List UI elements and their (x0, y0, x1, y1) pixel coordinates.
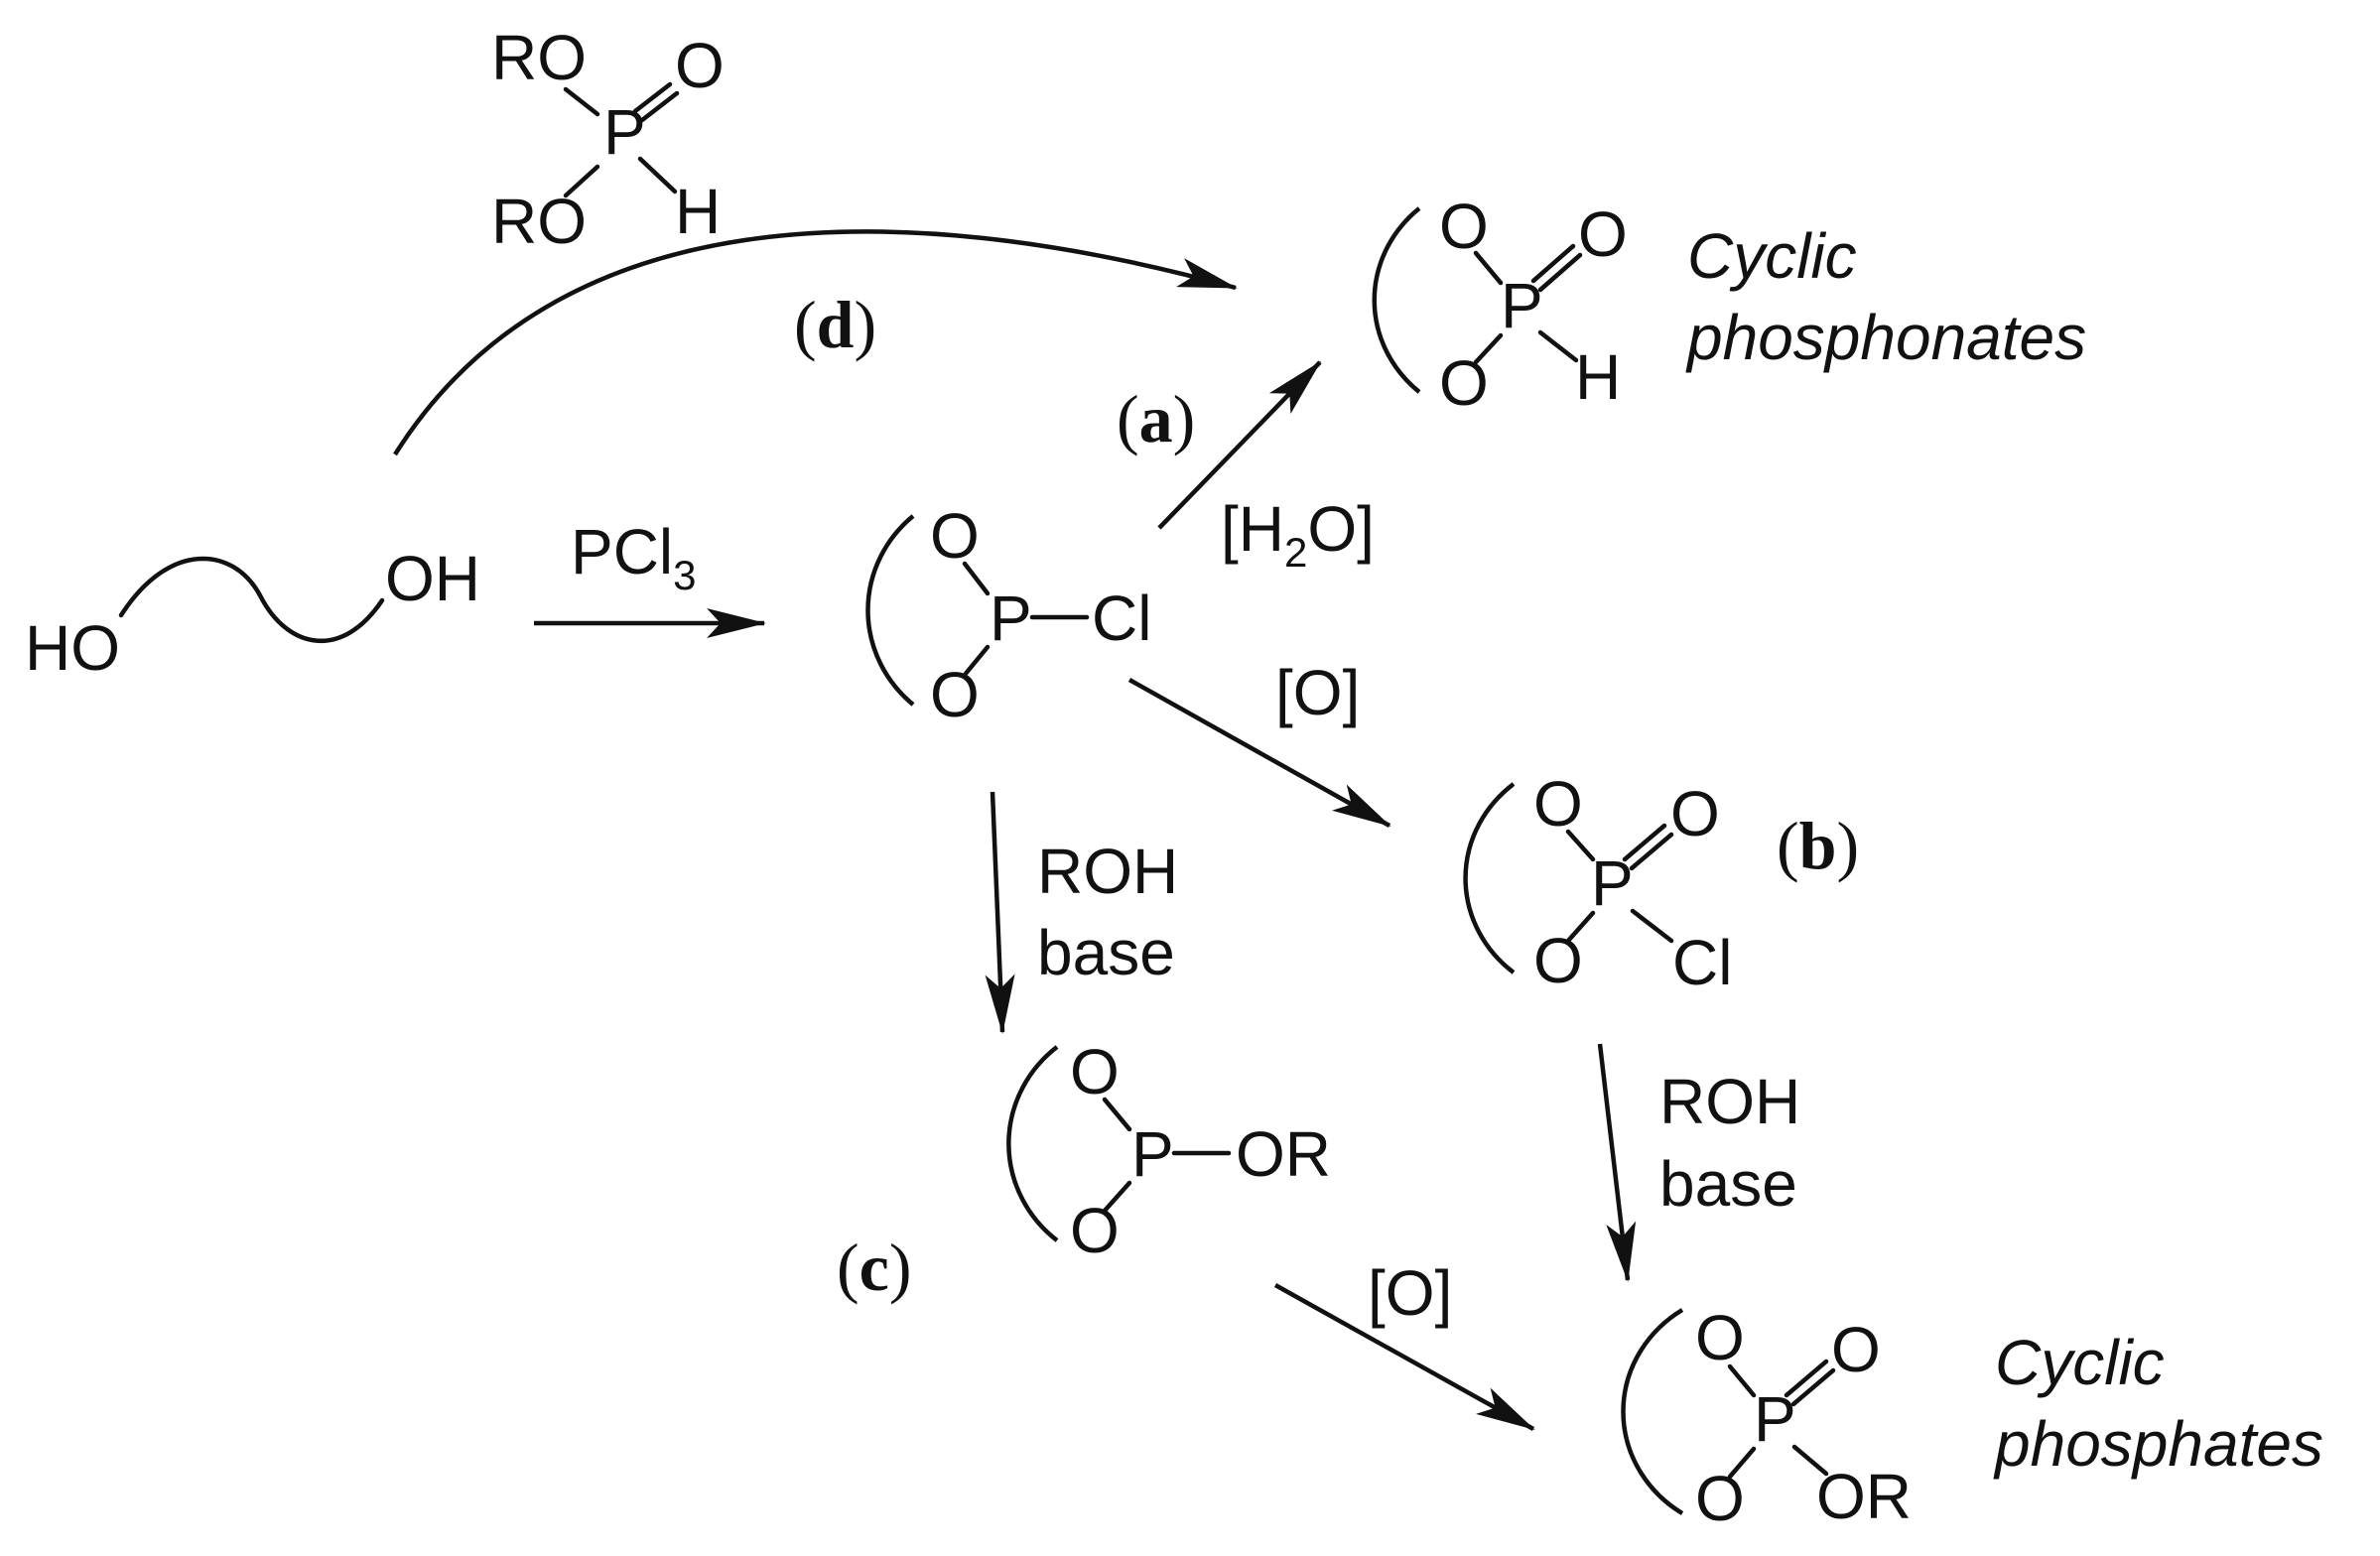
bond (1630, 908, 1674, 944)
cyclic-chlorophosphate: O O P O Cl (1463, 768, 1732, 998)
arrow-alcoholysis (985, 791, 1015, 1034)
double-bond (632, 81, 673, 114)
ring-arc (1621, 1308, 1684, 1515)
product-class-title: phosphates (1993, 1408, 2323, 1480)
product-class-title: Cyclic (1687, 220, 1857, 292)
bond (1537, 329, 1579, 363)
atom-or: OR (1816, 1461, 1912, 1532)
atom-ho: HO (25, 612, 120, 684)
alcohol-condition: ROH (1037, 836, 1178, 907)
diol-structure: HO OH (25, 543, 480, 684)
atom-o: O (930, 500, 980, 572)
bond (563, 86, 600, 117)
base-condition: base (1659, 1148, 1797, 1220)
hydrolysis-condition: [H2O] (1221, 493, 1375, 576)
ring-arc (1006, 1045, 1059, 1242)
arrow-oxidation (1273, 1283, 1535, 1431)
bond (1565, 910, 1596, 944)
ring-arc (865, 514, 915, 707)
atom-o: O (1070, 1036, 1120, 1107)
double-bond (1784, 1359, 1829, 1398)
atom-o: O (1439, 191, 1489, 262)
bond (1473, 250, 1504, 286)
double-bond (1790, 1367, 1836, 1407)
arrow-alcoholysis (1597, 1043, 1637, 1282)
atom-or: OR (1236, 1118, 1331, 1190)
arrow-route-b (1127, 678, 1391, 828)
atom-o: O (675, 30, 725, 101)
dialkyl-phosphite-reagent: RO P O RO H (491, 22, 725, 257)
atom-o: O (1695, 1302, 1745, 1373)
atom-o: O (1695, 1463, 1745, 1534)
bond (1565, 829, 1596, 862)
ring-arc (1463, 782, 1516, 974)
route-label-a: (a) (1117, 381, 1195, 456)
atom-p: P (990, 583, 1032, 654)
atom-ro: RO (491, 186, 587, 257)
bond (1473, 332, 1504, 365)
atom-ro: RO (491, 22, 587, 93)
atom-o: O (930, 659, 980, 730)
atom-h: H (675, 176, 721, 247)
atom-o: O (1578, 198, 1628, 270)
atom-p: P (1501, 270, 1543, 341)
bond (1727, 1446, 1757, 1480)
bond (962, 561, 991, 596)
product-class-title: phosphonates (1685, 302, 2086, 373)
route-label-b: (b) (1777, 808, 1859, 883)
ring-arc (1372, 206, 1421, 394)
route-label-d: (d) (794, 287, 876, 362)
arrow-route-a (1157, 360, 1322, 530)
cyclic-phosphite-triester: O O P OR (1006, 1036, 1331, 1266)
oxidation-condition: [O] (1368, 1257, 1452, 1329)
atom-o: O (1831, 1314, 1881, 1385)
bond (1791, 1444, 1829, 1477)
oxidation-condition: [O] (1275, 657, 1360, 728)
cyclic-phosphate: O O P O OR Cyclic phosphates (1621, 1302, 2323, 1534)
atom-cl: Cl (1672, 927, 1732, 998)
double-bond (1629, 832, 1674, 871)
cyclic-chlorophosphite: O O P Cl (865, 500, 1151, 730)
atom-oh: OH (385, 543, 480, 614)
bond (962, 644, 991, 678)
cyclic-phosphonate: O O P O H Cyclic phosphonates (1372, 191, 2086, 419)
base-condition: base (1037, 917, 1175, 988)
atom-o: O (1670, 778, 1720, 849)
bond (1102, 1180, 1132, 1214)
bond (1102, 1097, 1132, 1132)
pcl3-reagent: PCl3 (571, 516, 696, 598)
arrow-route-d (393, 229, 1238, 456)
product-class-title: Cyclic (1995, 1327, 2165, 1398)
atom-cl: Cl (1092, 583, 1151, 654)
atom-p: P (1131, 1118, 1174, 1190)
alcohol-condition: ROH (1659, 1066, 1800, 1137)
bond (1727, 1363, 1757, 1398)
double-bond (1537, 252, 1583, 293)
route-label-c: (c) (837, 1230, 912, 1305)
diol-backbone (118, 556, 385, 643)
double-bond (1622, 823, 1667, 862)
bond (563, 164, 600, 198)
double-bond (1530, 243, 1576, 284)
double-bond (639, 90, 680, 123)
atom-h: H (1575, 341, 1621, 413)
atom-o: O (1533, 768, 1583, 840)
bond (637, 156, 678, 194)
